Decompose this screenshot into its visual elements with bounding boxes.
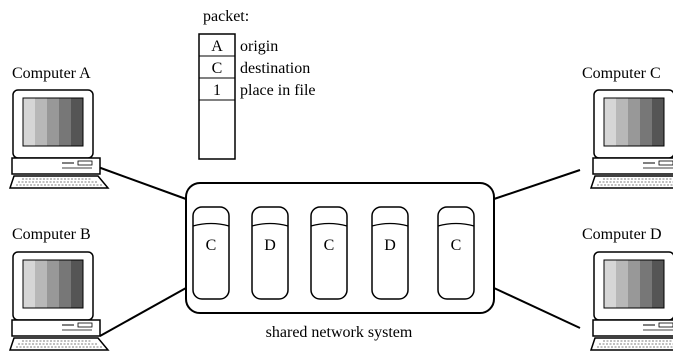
network-packet: C: [310, 206, 348, 300]
shared-network: C D C D C shared network system: [185, 182, 495, 341]
network-packet: C: [192, 206, 230, 300]
link-computer-a: [97, 166, 187, 200]
computer-d: Computer D: [582, 226, 673, 351]
computer-c: Computer C: [582, 65, 673, 189]
computer-b-icon: [9, 251, 109, 351]
packet-destination-label: destination: [240, 60, 310, 77]
packet-origin-value: A: [211, 38, 223, 55]
computer-a-label: Computer A: [12, 65, 91, 82]
computer-d-label: Computer D: [582, 226, 662, 243]
link-computer-c: [493, 169, 581, 200]
packet-destination-value: C: [212, 60, 223, 77]
packet-box: [198, 33, 236, 160]
packet-diagram: packet: A C 1 origin destination place i…: [198, 8, 316, 160]
packet-origin-label: origin: [240, 38, 278, 55]
network-packet-label: C: [451, 237, 462, 254]
network-label: shared network system: [266, 324, 413, 341]
network-packet: D: [371, 206, 409, 300]
computer-c-label: Computer C: [582, 65, 661, 82]
computer-c-icon: [590, 89, 673, 189]
packet-place-value: 1: [213, 82, 221, 99]
packet-place-label: place in file: [240, 82, 316, 99]
computer-d-icon: [590, 251, 673, 351]
network-packet-label: C: [206, 237, 217, 254]
computer-b-label: Computer B: [12, 226, 91, 243]
network-packet-label: D: [384, 237, 396, 254]
network-packet-label: C: [324, 237, 335, 254]
computer-a: Computer A: [9, 65, 109, 189]
network-packet: C: [437, 206, 475, 300]
link-computer-d: [493, 287, 581, 329]
link-computer-b: [99, 287, 187, 337]
network-packet-label: D: [264, 237, 276, 254]
packet-title: packet:: [203, 8, 249, 25]
computer-a-icon: [9, 89, 109, 189]
computer-b: Computer B: [9, 226, 109, 351]
network-packet: D: [251, 206, 289, 300]
